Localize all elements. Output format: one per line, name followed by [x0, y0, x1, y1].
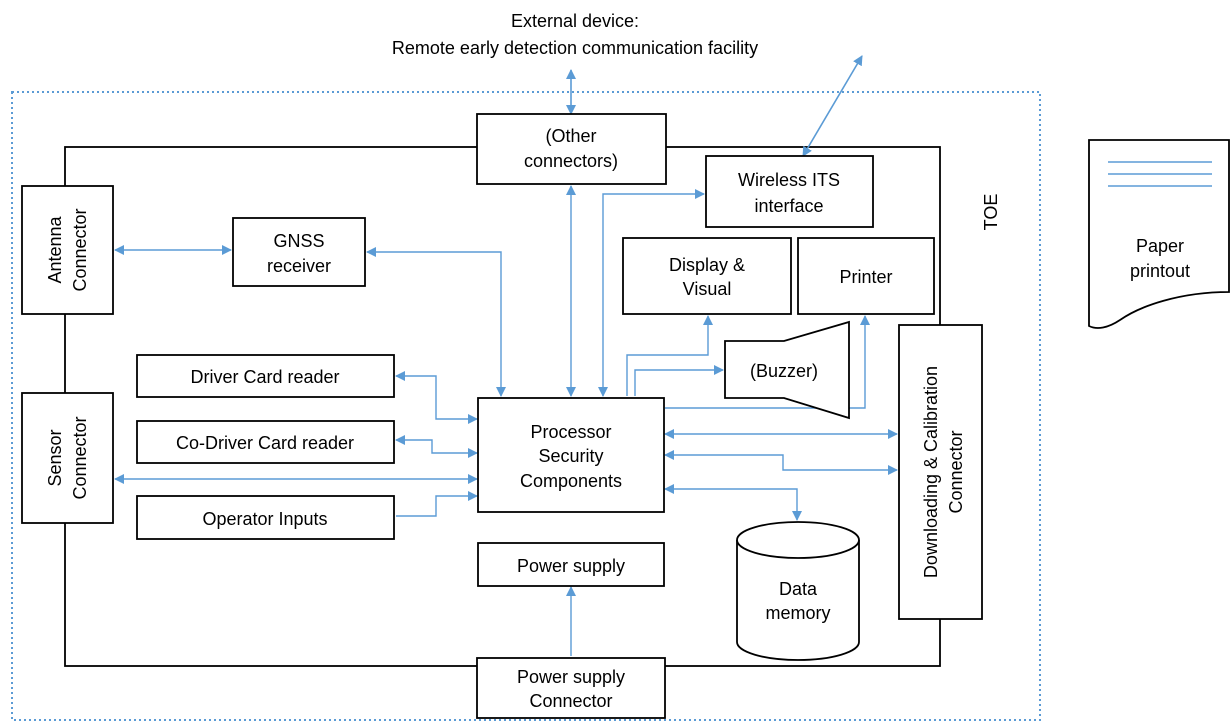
- processor-download-arrow-2: [664, 450, 898, 475]
- gnss-receiver-label-1: GNSS: [273, 231, 324, 251]
- power-supply-label: Power supply: [517, 556, 625, 576]
- power-supply-block: Power supply: [477, 542, 665, 587]
- paper-printout-label-1: Paper: [1136, 236, 1184, 256]
- sensor-connector-label-2: Connector: [70, 416, 90, 499]
- data-memory-label-2: memory: [765, 603, 830, 623]
- operator-processor-arrow: [396, 491, 478, 517]
- driver-processor-arrow: [395, 371, 478, 424]
- antenna-connector-label-2: Connector: [70, 208, 90, 291]
- buzzer-label: (Buzzer): [750, 361, 818, 381]
- external-device-subtitle: Remote early detection communication fac…: [392, 38, 758, 58]
- processor-label-1: Processor: [530, 422, 611, 442]
- processor-wireless-arrow: [598, 189, 705, 397]
- wireless-link-arrow: [802, 55, 863, 157]
- driver-card-reader-block: Driver Card reader: [136, 354, 395, 398]
- display-visual-label-2: Visual: [683, 279, 732, 299]
- paper-printout: Paper printout: [1088, 139, 1230, 329]
- codriver-processor-arrow: [395, 435, 478, 458]
- processor-block: Processor Security Components: [477, 397, 665, 513]
- antenna-connector-label-1: Antenna: [45, 215, 65, 283]
- processor-memory-arrow: [664, 484, 802, 521]
- sensor-connector-label-1: Sensor: [45, 429, 65, 486]
- toe-boundary: [11, 91, 1041, 721]
- printer-block: Printer: [797, 237, 935, 315]
- toe-label: TOE: [981, 194, 1001, 231]
- wireless-its-block: Wireless ITS interface: [705, 155, 874, 228]
- power-supply-connector-label-1: Power supply: [517, 667, 625, 687]
- display-visual-label-1: Display &: [669, 255, 745, 275]
- operator-inputs-label: Operator Inputs: [202, 509, 327, 529]
- other-connectors-label-2: connectors): [524, 151, 618, 171]
- processor-label-2: Security: [538, 446, 603, 466]
- operator-inputs-block: Operator Inputs: [136, 495, 395, 540]
- downloading-calibration-block: Downloading & Calibration Connector: [898, 324, 983, 620]
- data-memory-block: Data memory: [736, 521, 860, 661]
- gnss-receiver-block: GNSS receiver: [232, 217, 366, 287]
- wireless-its-label-2: interface: [754, 196, 823, 216]
- processor-display-arrow: [626, 315, 713, 396]
- driver-card-reader-label: Driver Card reader: [190, 367, 339, 387]
- external-device-title: External device:: [511, 11, 639, 31]
- other-connectors-label-1: (Other: [545, 126, 596, 146]
- printer-label: Printer: [839, 267, 892, 287]
- co-driver-card-reader-block: Co-Driver Card reader: [136, 420, 395, 464]
- paper-printout-label-2: printout: [1130, 261, 1190, 281]
- gnss-receiver-label-2: receiver: [267, 256, 331, 276]
- co-driver-card-reader-label: Co-Driver Card reader: [176, 433, 354, 453]
- antenna-connector-block: Antenna Connector: [21, 185, 114, 315]
- processor-printer-arrow: [665, 315, 870, 409]
- display-visual-block: Display & Visual: [622, 237, 792, 315]
- processor-label-3: Components: [520, 471, 622, 491]
- buzzer-block: (Buzzer): [724, 320, 850, 420]
- wireless-its-label-1: Wireless ITS: [738, 170, 840, 190]
- power-supply-connector-block: Power supply Connector: [476, 657, 666, 719]
- downloading-calibration-label-2: Connector: [946, 430, 966, 513]
- processor-buzzer-arrow: [634, 365, 724, 396]
- sensor-connector-block: Sensor Connector: [21, 392, 114, 524]
- data-memory-label-1: Data: [779, 579, 818, 599]
- other-connectors-block: (Other connectors): [476, 113, 667, 185]
- power-supply-connector-label-2: Connector: [529, 691, 612, 711]
- downloading-calibration-label-1: Downloading & Calibration: [921, 366, 941, 578]
- gnss-processor-arrow: [366, 247, 506, 397]
